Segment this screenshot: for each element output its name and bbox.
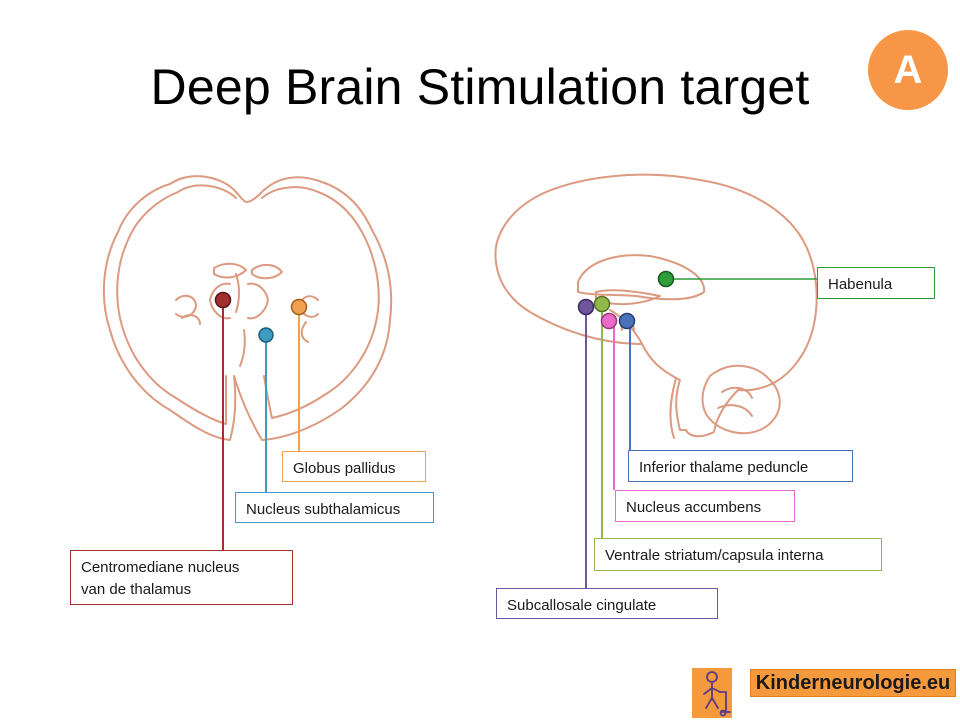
centromediane-text-line2: van de thalamus [81, 581, 192, 598]
child-with-walker-icon [692, 668, 732, 718]
section-badge: A [868, 30, 948, 110]
globus-pallidus-text: Globus pallidus [293, 460, 396, 477]
ventrale-striatum-label: Ventrale striatum/capsula interna [594, 538, 882, 571]
inferior-thalame-peduncle-label: Inferior thalame peduncle [628, 450, 853, 482]
habenula-text: Habenula [828, 276, 893, 293]
centromediane-target-dot [214, 291, 232, 309]
nucleus-subthalamicus-label: Nucleus subthalamicus [235, 492, 434, 523]
subcallosale-cingulate-text: Subcallosale cingulate [507, 597, 657, 614]
ventrale-striatum-text: Ventrale striatum/capsula interna [605, 547, 824, 564]
subthalamicus-target-dot [258, 327, 274, 343]
page-title: Deep Brain Stimulation target [150, 59, 810, 115]
nucleus-accumbens-label: Nucleus accumbens [615, 490, 795, 522]
inferior-thalame-peduncle-text: Inferior thalame peduncle [639, 459, 809, 476]
coronal-brain-sketch [102, 175, 393, 441]
habenula-target-dot [657, 270, 675, 288]
subcallosale-target-dot [577, 298, 595, 316]
subcallosale-cingulate-label: Subcallosale cingulate [496, 588, 718, 619]
ventrale-target-dot [593, 295, 611, 313]
globus-pallidus-label: Globus pallidus [282, 451, 426, 482]
sagittal-brain-sketch [494, 173, 818, 439]
brand-logo-text[interactable]: Kinderneurologie.eu [750, 669, 956, 697]
habenula-label: Habenula [817, 267, 935, 299]
nucleus-subthalamicus-text: Nucleus subthalamicus [246, 501, 401, 518]
centromediane-text-line1: Centromediane nucleus [81, 559, 240, 576]
centromediane-label: Centromediane nucleus van de thalamus [70, 550, 293, 605]
nucleus-accumbens-text: Nucleus accumbens [626, 499, 762, 516]
accumbens-target-dot [600, 312, 618, 330]
pallidus-target-dot [290, 298, 308, 316]
peduncle-target-dot [618, 312, 636, 330]
